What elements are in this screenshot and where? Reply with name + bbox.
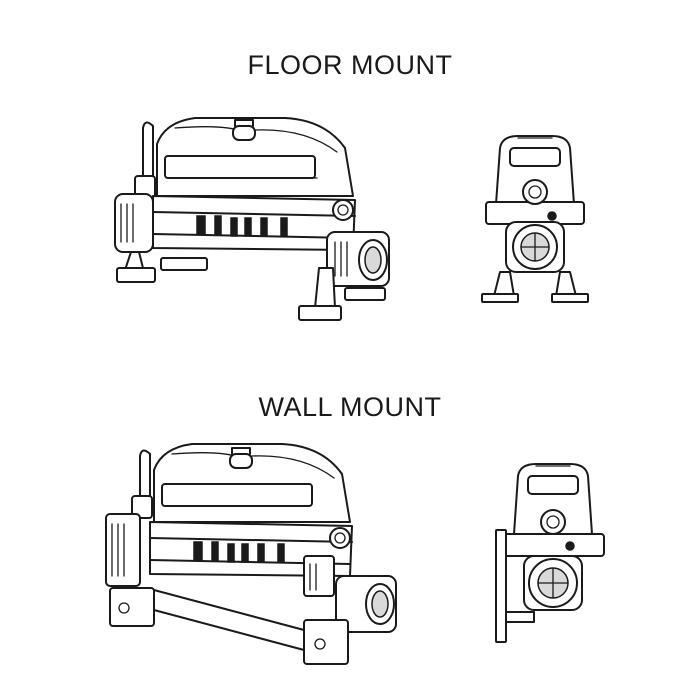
wall-mount-side-view — [105, 443, 397, 665]
floor-mount-side-view — [114, 117, 390, 321]
wall-mount-title: WALL MOUNT — [258, 392, 442, 422]
floor-mount-title: FLOOR MOUNT — [247, 50, 453, 80]
floor-mount-end-view — [481, 135, 589, 303]
wall-mount-end-view — [495, 463, 605, 643]
